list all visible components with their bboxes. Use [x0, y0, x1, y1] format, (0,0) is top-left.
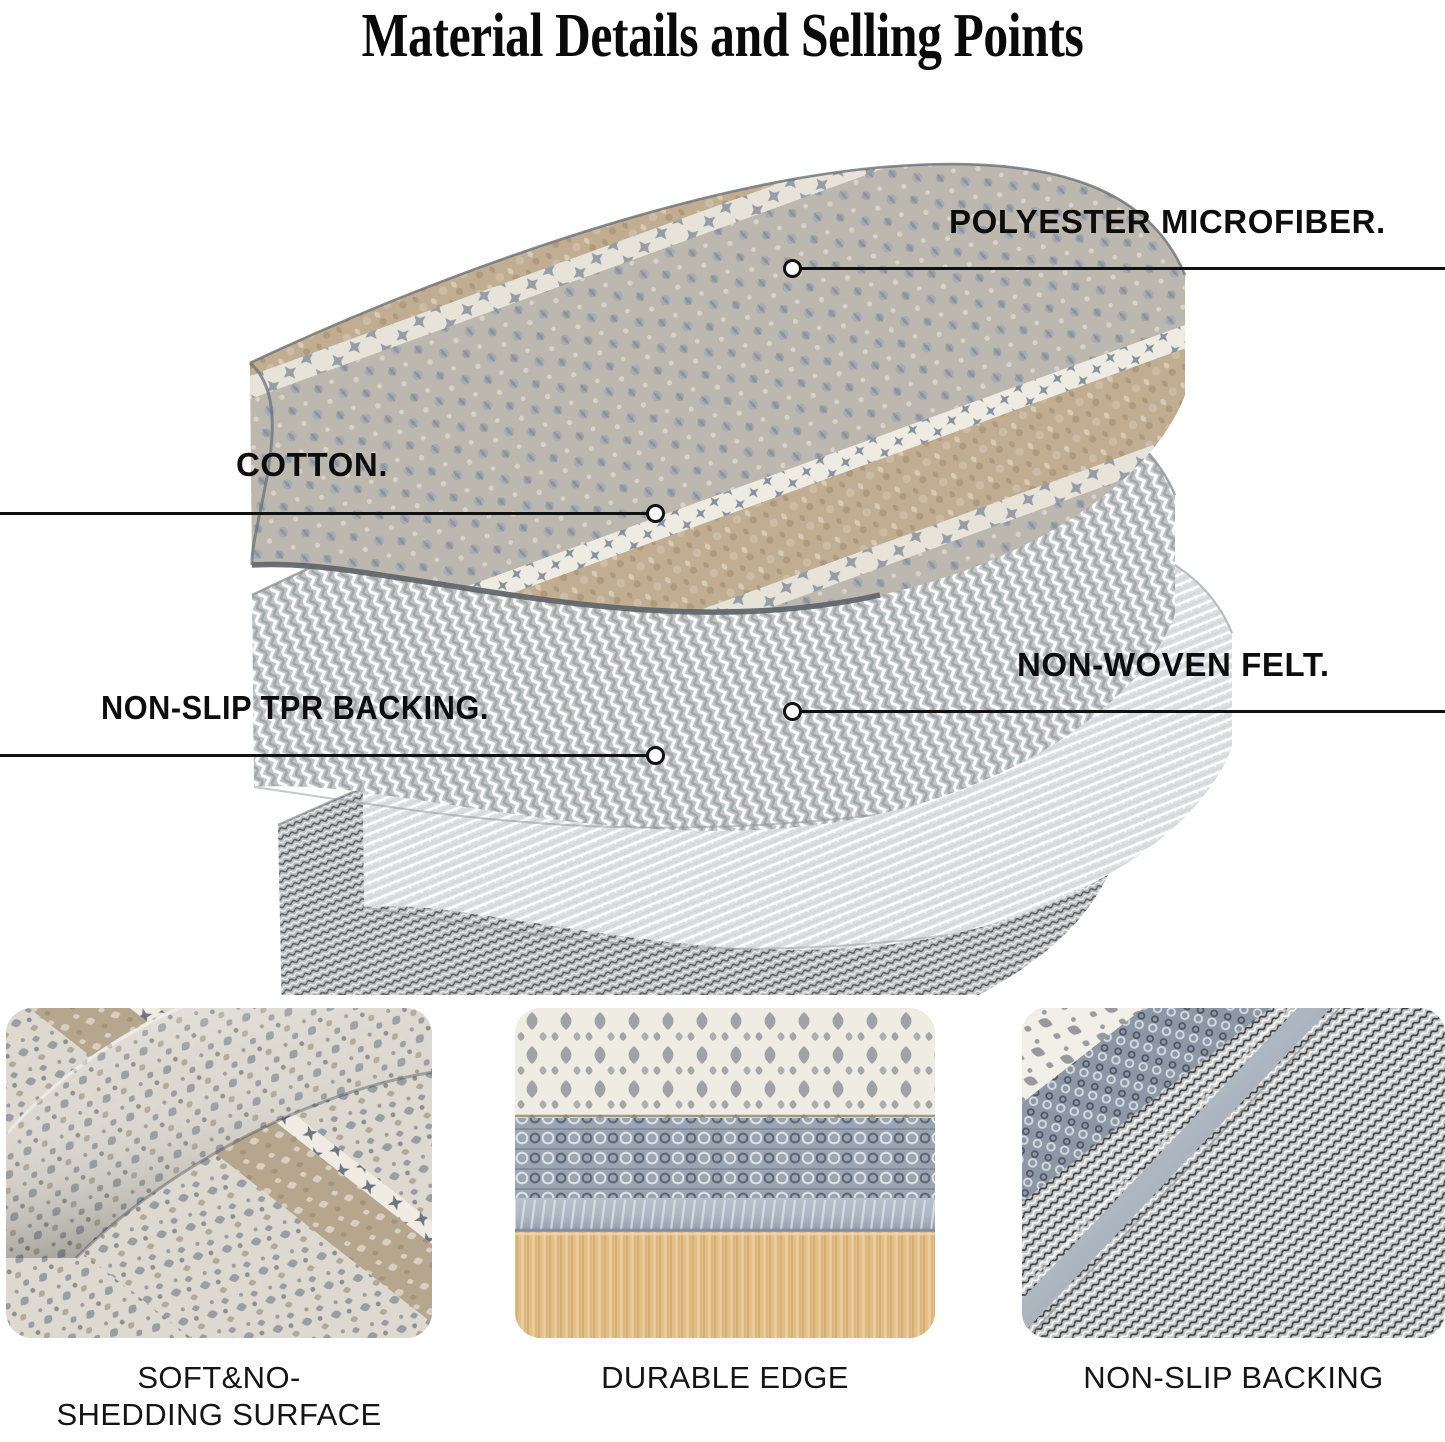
panel-caption-durable-edge: DURABLE EDGE	[515, 1359, 935, 1396]
caption-line-1: NON-SLIP BACKING	[1083, 1360, 1384, 1395]
callout-line-non-slip-tpr-backing	[0, 754, 655, 757]
callout-label-polyester-microfiber: POLYESTER MICROFIBER.	[949, 203, 1386, 240]
callout-line-polyester-microfiber	[800, 267, 1445, 270]
callout-label-non-slip-tpr-backing: NON-SLIP TPR BACKING.	[101, 689, 489, 726]
callout-line-non-woven-felt	[800, 710, 1445, 713]
caption-line-2: SHEDDING SURFACE	[56, 1397, 382, 1432]
panel-caption-soft-no-shedding-surface: SOFT&NO- SHEDDING SURFACE	[6, 1359, 432, 1433]
non-slip-backing-photo	[1022, 1008, 1445, 1338]
callout-line-cotton	[0, 512, 655, 515]
rug-layer-exploded-diagram: POLYESTER MICROFIBER. COTTON. NON-WOVEN …	[0, 95, 1445, 995]
callout-dot-non-slip-tpr-backing	[646, 746, 665, 765]
callout-label-non-woven-felt: NON-WOVEN FELT.	[1017, 646, 1330, 683]
rug-edge-photo	[515, 1008, 935, 1338]
rolled-rug-photo	[6, 1008, 432, 1338]
callout-label-cotton: COTTON.	[236, 446, 389, 483]
page-title: Material Details and Selling Points	[361, 2, 1084, 70]
panel-soft-no-shedding-surface[interactable]	[6, 1008, 432, 1338]
panel-caption-non-slip-backing: NON-SLIP BACKING	[1022, 1359, 1445, 1396]
callout-dot-polyester-microfiber	[783, 259, 802, 278]
panel-non-slip-backing[interactable]	[1022, 1008, 1445, 1338]
caption-line-1: DURABLE EDGE	[601, 1360, 849, 1395]
callout-dot-cotton	[646, 504, 665, 523]
caption-line-1: SOFT&NO-	[137, 1360, 301, 1395]
layer-stack-illustration	[249, 162, 1234, 995]
feature-panel-row: SOFT&NO- SHEDDING SURFACE	[0, 1008, 1445, 1432]
panel-durable-edge[interactable]	[515, 1008, 935, 1338]
callout-dot-non-woven-felt	[783, 702, 802, 721]
